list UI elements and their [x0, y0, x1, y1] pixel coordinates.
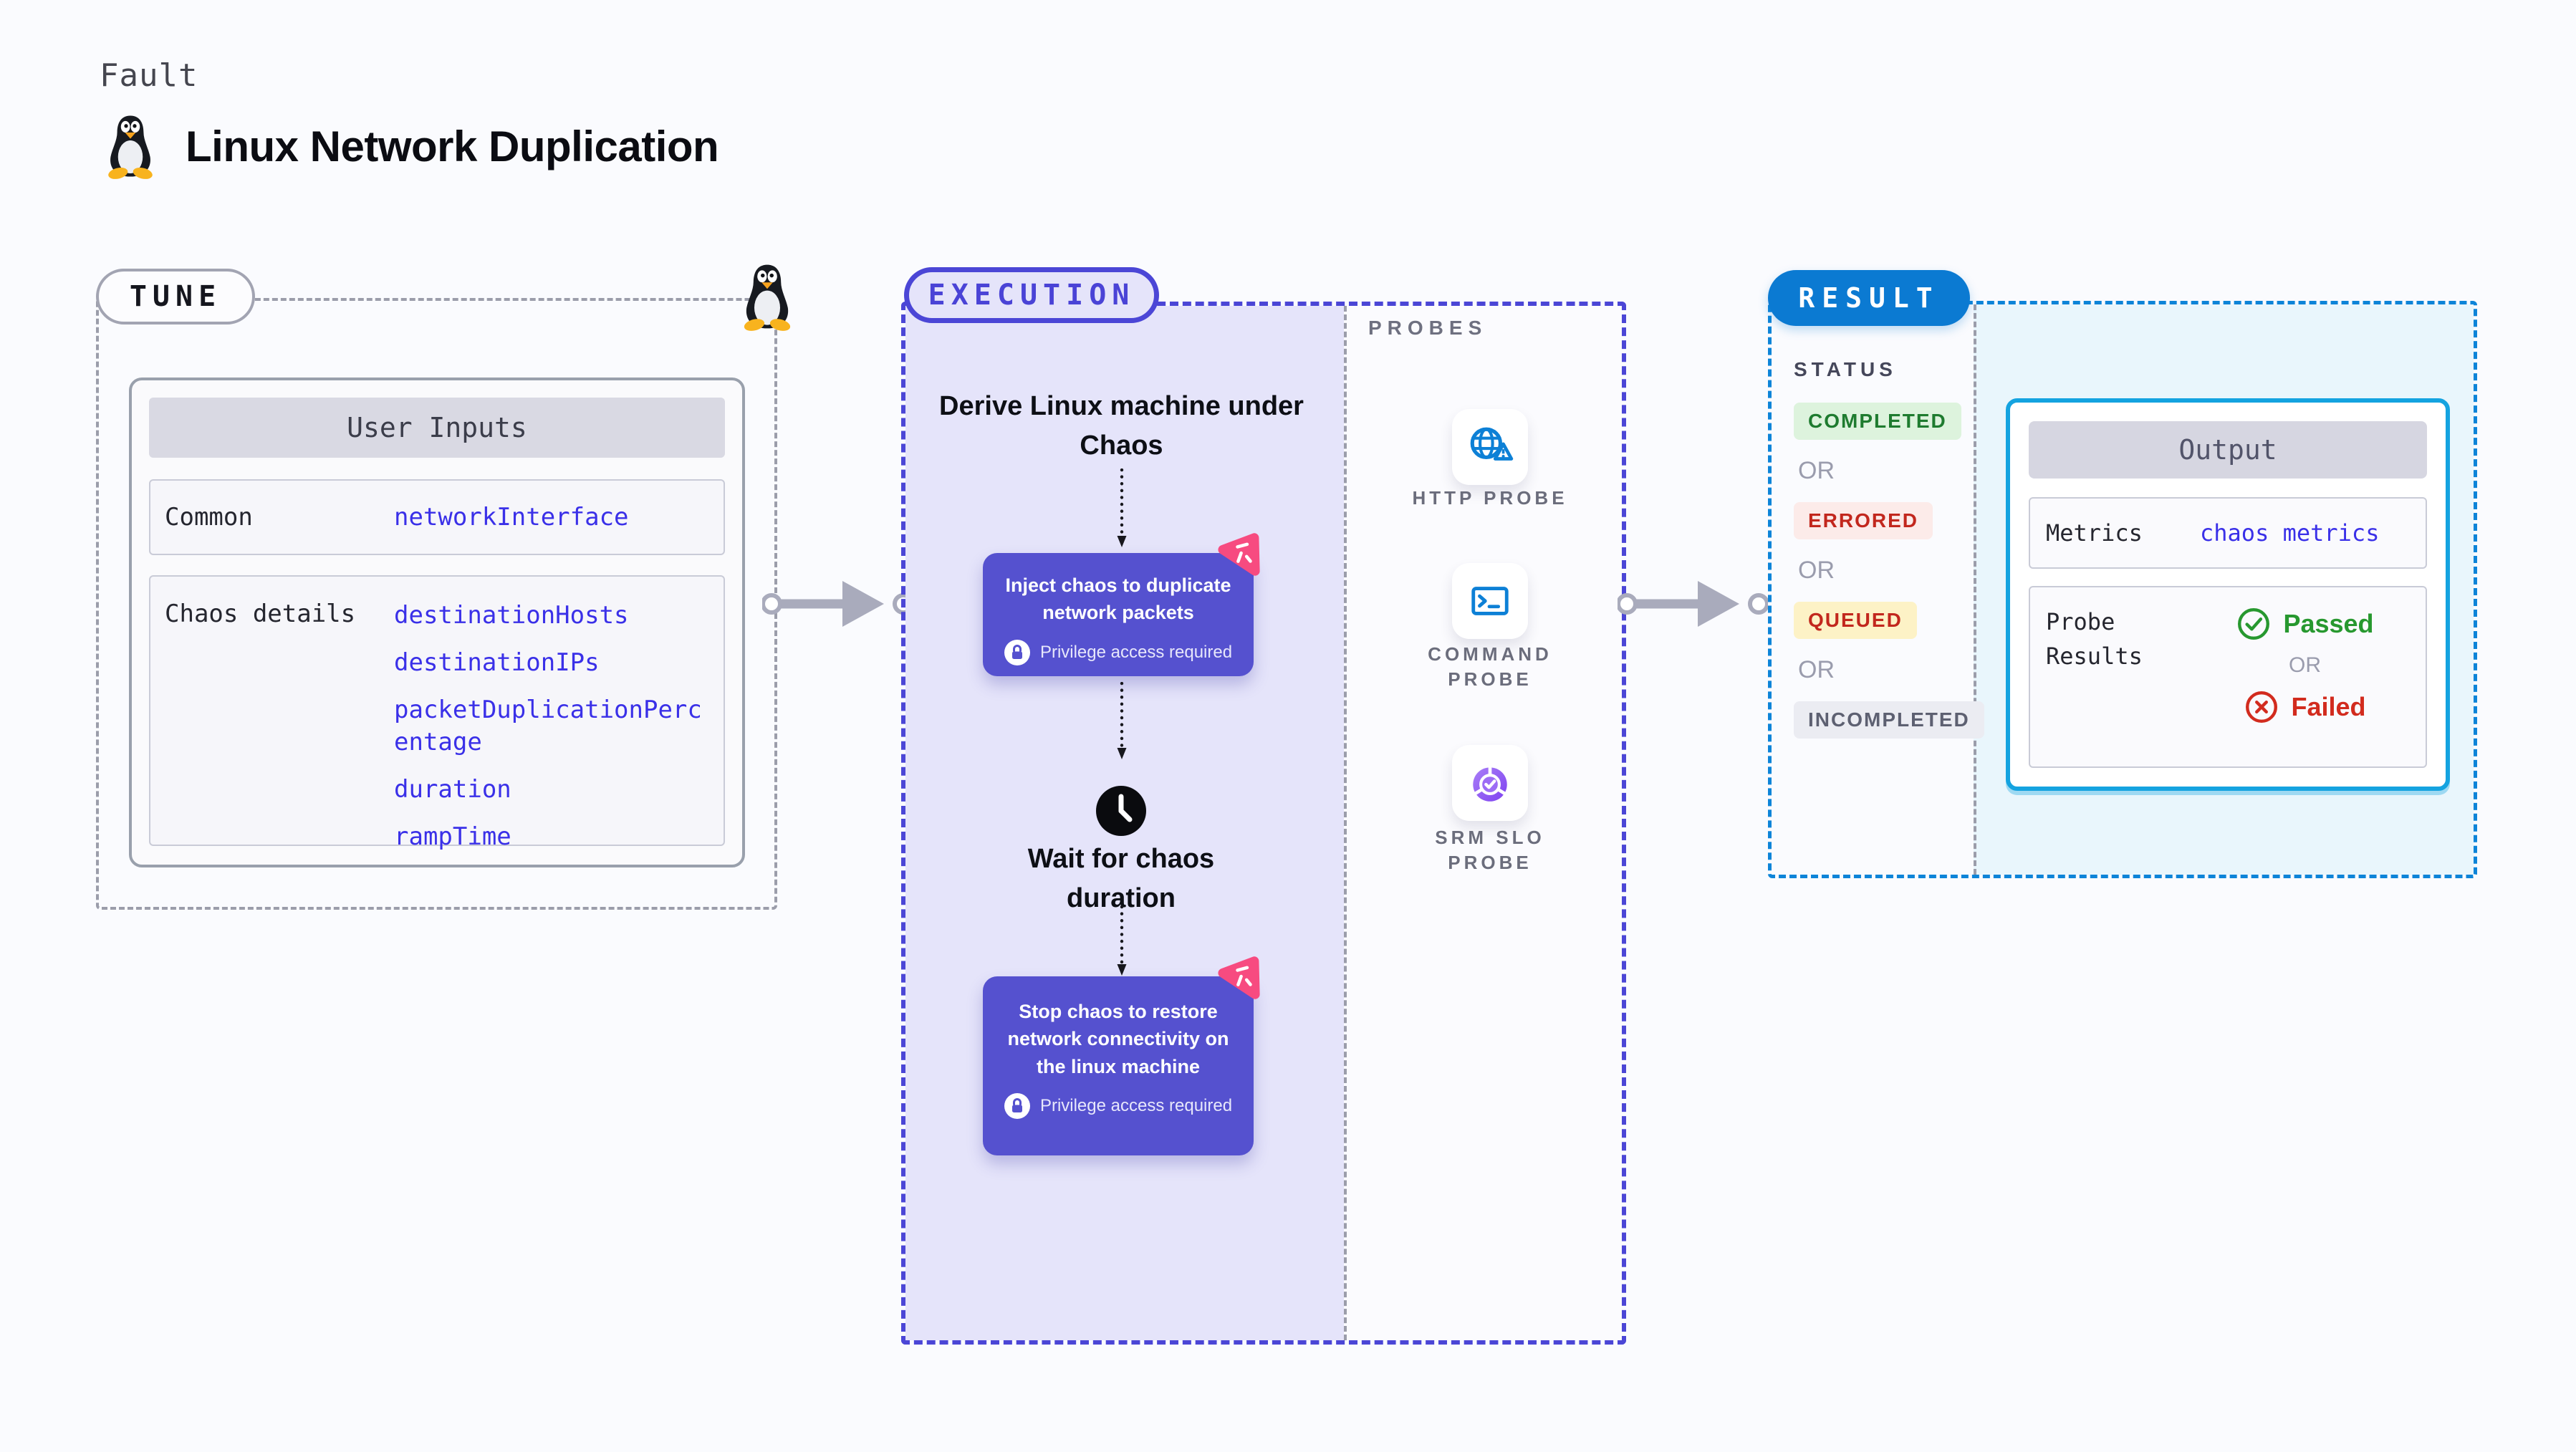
- input-value: duration: [394, 774, 511, 804]
- chaos-brand-icon: [1212, 529, 1269, 585]
- srm-slo-probe-card: [1452, 745, 1528, 821]
- result-pill: RESULT: [1768, 270, 1970, 326]
- srm-slo-probe-label: SRM SLO PROBE: [1435, 827, 1545, 874]
- input-value: rampTime: [394, 822, 511, 851]
- inject-step-text: Inject chaos to duplicate network packet…: [1005, 574, 1231, 624]
- lock-icon: [1004, 639, 1030, 665]
- terminal-icon: [1471, 587, 1509, 615]
- status-badge-completed: COMPLETED: [1794, 403, 1961, 440]
- check-circle-icon: [2238, 608, 2270, 640]
- execution-to-result-arrow: [1618, 569, 1768, 638]
- chaos-brand-icon: [1212, 952, 1269, 1009]
- command-probe-card: [1452, 563, 1528, 639]
- input-value: networkInterface: [394, 503, 629, 532]
- status-badge-errored: ERRORED: [1794, 502, 1933, 539]
- metrics-label: Metrics: [2046, 519, 2143, 547]
- metrics-row: Metrics chaos metrics: [2029, 497, 2427, 569]
- privilege-note: Privilege access required: [1000, 1092, 1236, 1119]
- stop-chaos-step: Stop chaos to restore network connectivi…: [983, 976, 1254, 1155]
- user-inputs-row-common: Common networkInterface: [149, 479, 725, 555]
- input-value: destinationIPs: [394, 648, 600, 678]
- failed-label: Failed: [2291, 692, 2366, 721]
- or-label: OR: [2289, 653, 2321, 677]
- globe-warning-icon: [1470, 427, 1514, 461]
- failed-item: Failed: [2244, 689, 2366, 725]
- passed-label: Passed: [2283, 609, 2374, 638]
- flow-connector-arrow: [1117, 682, 1127, 759]
- slo-pie-check-icon: [1473, 762, 1507, 802]
- output-card: Output Metrics chaos metrics Probe Resul…: [2006, 398, 2450, 791]
- row-label: Chaos details: [165, 600, 356, 628]
- linux-tux-corner-icon: [743, 264, 792, 331]
- flow-connector-arrow: [1117, 468, 1127, 547]
- output-header: Output: [2029, 421, 2427, 479]
- user-inputs-header: User Inputs: [149, 398, 725, 458]
- probes-title: PROBES: [1368, 317, 1488, 339]
- probe-results-label: Probe Results: [2046, 608, 2143, 670]
- probe-results-values: Passed OR Failed: [2200, 605, 2410, 725]
- status-panel: [1772, 304, 1974, 875]
- status-badge-queued: QUEUED: [1794, 602, 1917, 639]
- command-probe-label: COMMAND PROBE: [1428, 643, 1552, 691]
- wait-step-text: Wait for chaos duration: [1027, 844, 1215, 914]
- page-header: Linux Network Duplication: [104, 113, 719, 179]
- privilege-note: Privilege access required: [1000, 639, 1236, 665]
- status-title: STATUS: [1794, 358, 1897, 380]
- fault-eyebrow-label: Fault: [100, 57, 198, 94]
- or-label: OR: [1798, 557, 1835, 584]
- user-inputs-card: User Inputs Common networkInterface Chao…: [129, 378, 745, 867]
- inject-chaos-step: Inject chaos to duplicate network packet…: [983, 553, 1254, 676]
- user-inputs-row-chaos-details: Chaos details destinationHosts destinati…: [149, 575, 725, 851]
- or-label: OR: [1798, 457, 1835, 484]
- row-label: Common: [165, 503, 253, 532]
- http-probe-label: HTTP PROBE: [1412, 487, 1568, 509]
- execution-pill: EXECUTION: [904, 267, 1159, 323]
- passed-item: Passed: [2236, 606, 2374, 642]
- derive-step-text: Derive Linux machine under Chaos: [939, 391, 1304, 461]
- status-column: STATUS COMPLETED OR ERRORED OR QUEUED OR…: [1794, 358, 1984, 739]
- input-value: destinationHosts: [394, 601, 629, 630]
- chaos-detail-values: destinationHosts destinationIPs packetDu…: [394, 600, 709, 852]
- linux-tux-icon: [107, 115, 154, 179]
- tune-pill: TUNE: [96, 269, 255, 324]
- x-circle-icon: [2246, 691, 2278, 723]
- or-label: OR: [1798, 656, 1835, 683]
- flow-connector-arrow: [1117, 905, 1127, 976]
- page-title: Linux Network Duplication: [186, 122, 719, 170]
- stop-step-text: Stop chaos to restore network connectivi…: [1007, 1001, 1229, 1077]
- metrics-value: chaos metrics: [2200, 519, 2380, 547]
- lock-icon: [1004, 1092, 1030, 1119]
- clock-icon: [1096, 786, 1146, 836]
- probe-results-row: Probe Results Passed OR Failed: [2029, 586, 2427, 768]
- status-badge-incompleted: INCOMPLETED: [1794, 701, 1984, 739]
- input-value: packetDuplicationPercentage: [394, 696, 702, 756]
- tune-to-execution-arrow: [762, 569, 913, 638]
- http-probe-card: [1452, 409, 1528, 485]
